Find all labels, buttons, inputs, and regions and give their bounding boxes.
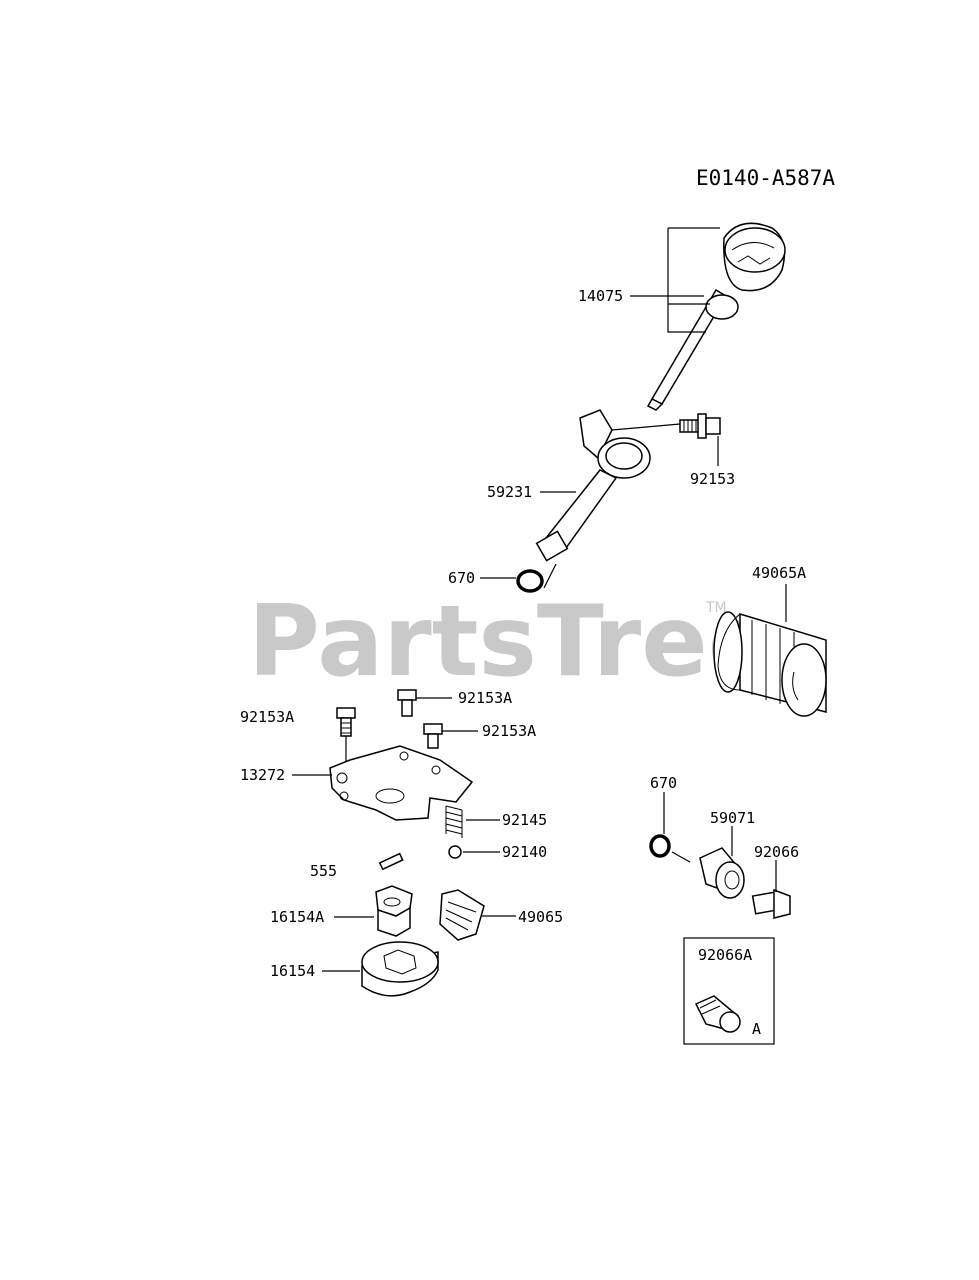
callout-14075[interactable]: 14075: [578, 287, 623, 305]
part-bolt-92153A-right[interactable]: [423, 723, 443, 749]
part-o-ring-670-top[interactable]: [516, 569, 544, 593]
callout-92153A-left[interactable]: 92153A: [240, 708, 294, 726]
part-dipstick-tube[interactable]: [535, 409, 651, 562]
part-spring[interactable]: [445, 805, 463, 838]
part-bolt-92153A-top[interactable]: [397, 689, 417, 717]
callout-92145[interactable]: 92145: [502, 811, 547, 829]
inset-ref-letter: A: [752, 1020, 761, 1038]
leader-14075: [667, 227, 720, 333]
diagram-code: E0140-A587A: [696, 166, 835, 190]
part-oil-filter[interactable]: [713, 611, 827, 717]
watermark: PartsTree: [248, 585, 774, 699]
part-oil-dipstick[interactable]: [646, 222, 786, 411]
callout-16154[interactable]: 16154: [270, 962, 315, 980]
callout-92140[interactable]: 92140: [502, 843, 547, 861]
leader-92153A: [345, 697, 478, 764]
callout-92153A-right[interactable]: 92153A: [482, 722, 536, 740]
part-outer-rotor[interactable]: [361, 941, 439, 997]
part-o-ring-670-right[interactable]: [649, 834, 671, 858]
part-bolt-92153A-left[interactable]: [336, 707, 356, 737]
callout-59071[interactable]: 59071: [710, 809, 755, 827]
leader-59231: [540, 491, 576, 589]
part-plug-variant-A[interactable]: [694, 995, 741, 1033]
part-pump-cover-plate[interactable]: [329, 745, 474, 821]
part-screen[interactable]: [439, 889, 485, 941]
part-inner-rotor[interactable]: [375, 885, 413, 937]
callout-92066[interactable]: 92066: [754, 843, 799, 861]
leader-670-right: [663, 792, 691, 863]
callout-92153[interactable]: 92153: [690, 470, 735, 488]
callout-670-top[interactable]: 670: [448, 569, 475, 587]
callout-59231[interactable]: 59231: [487, 483, 532, 501]
callout-16154A[interactable]: 16154A: [270, 908, 324, 926]
part-pin[interactable]: [378, 852, 404, 871]
callout-670-right[interactable]: 670: [650, 774, 677, 792]
callout-555[interactable]: 555: [310, 862, 337, 880]
leader-92153: [611, 423, 719, 466]
callout-92153A-top[interactable]: 92153A: [458, 689, 512, 707]
part-bolt-92153[interactable]: [679, 413, 721, 439]
callout-49065A[interactable]: 49065A: [752, 564, 806, 582]
watermark-trademark: TM: [705, 600, 727, 616]
callout-13272[interactable]: 13272: [240, 766, 285, 784]
callout-49065[interactable]: 49065: [518, 908, 563, 926]
callout-92066A[interactable]: 92066A: [698, 946, 752, 964]
part-adapter-fitting[interactable]: [699, 847, 745, 899]
part-ball[interactable]: [448, 845, 462, 859]
part-plug[interactable]: [751, 888, 791, 919]
